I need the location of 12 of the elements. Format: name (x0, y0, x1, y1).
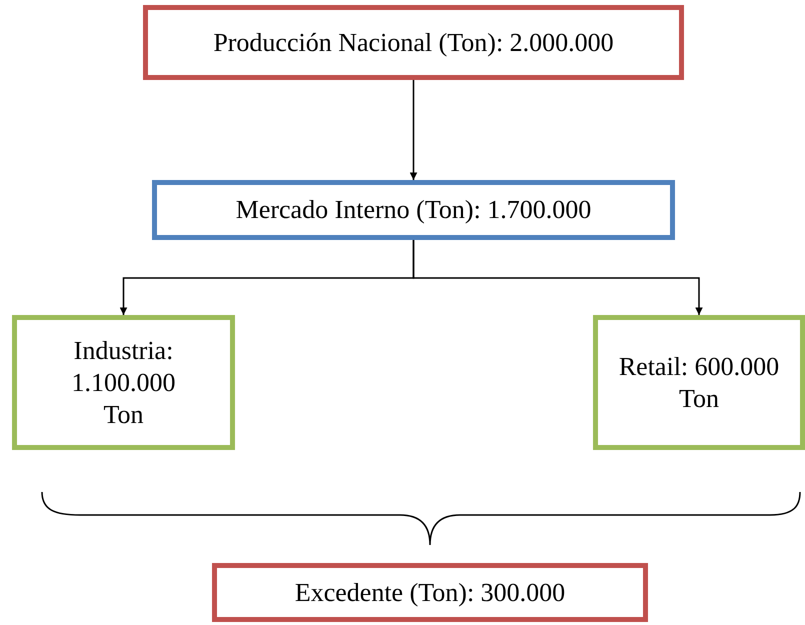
box-text: Retail: 600.000 Ton (618, 350, 780, 414)
process-box (152, 180, 675, 240)
arrow (410, 80, 418, 180)
box-text: Producción Nacional (Ton): 2.000.000 (213, 26, 614, 58)
process-box (143, 5, 684, 80)
process-box (593, 315, 805, 450)
box-text: Mercado Interno (Ton): 1.700.000 (236, 194, 592, 226)
process-box (12, 315, 235, 450)
box-text: Industria: 1.100.000 Ton (70, 334, 176, 430)
arrow (412, 240, 703, 315)
box-text: Excedente (Ton): 300.000 (294, 576, 566, 608)
process-box (212, 563, 648, 622)
